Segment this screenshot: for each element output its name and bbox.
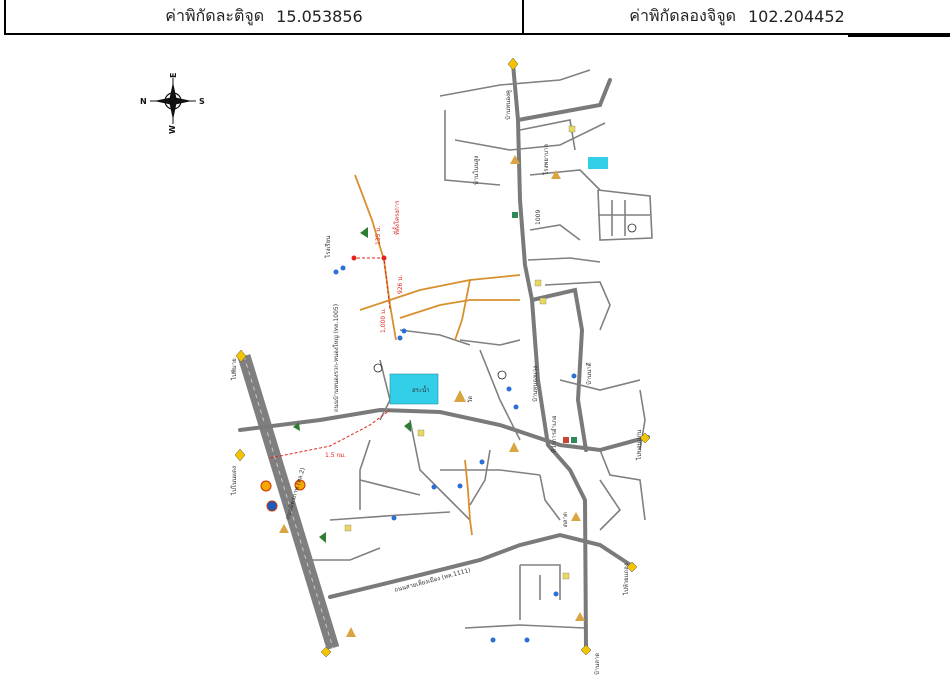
store-icon bbox=[512, 212, 518, 218]
tree-icon bbox=[293, 227, 411, 543]
minor-roads bbox=[310, 69, 653, 629]
pond bbox=[588, 157, 608, 169]
label-to-bottom-road: ไปห้วยแถลง bbox=[622, 563, 630, 596]
temple-icon bbox=[279, 155, 585, 637]
label-to-khon-kaen: ไปขอนแก่น bbox=[635, 430, 643, 461]
label-district-office: ที่ว่าการอำเภอ bbox=[550, 415, 558, 453]
label-market: ตลาด bbox=[562, 512, 569, 527]
label-school: โรงเรียน bbox=[324, 236, 332, 258]
number-marker-icon bbox=[497, 370, 507, 380]
label-site: ที่ตั้งโครงการ bbox=[391, 200, 401, 235]
number-marker-icon bbox=[627, 223, 637, 233]
reservoir bbox=[389, 373, 439, 405]
label-road-1005: ถนนบ้านหนองรวก-หนองใหญ่ (ทล.1005) bbox=[332, 304, 340, 412]
label-village-d: บ้านนาดี bbox=[585, 362, 593, 385]
label-road-1009: 1009 bbox=[535, 210, 542, 225]
fuel-station-icon bbox=[294, 479, 306, 491]
label-village-a: บ้านหนองคู bbox=[505, 90, 512, 120]
compass-e: E bbox=[169, 73, 178, 78]
longitude-value: 102.204452 bbox=[747, 7, 845, 26]
label-village-b: บ้านโนนสูง bbox=[472, 156, 480, 185]
store-icon bbox=[571, 437, 577, 443]
label-dist-135: 135 ม. bbox=[375, 226, 382, 245]
store-icon bbox=[563, 437, 569, 443]
label-ban-lat: บ้านลาด bbox=[594, 653, 601, 675]
label-hospital: โรงพยาบาล bbox=[542, 144, 550, 175]
label-dist-926: 926 ม. bbox=[397, 275, 404, 294]
shop-icon bbox=[344, 524, 352, 532]
latitude-cell: ค่าพิกัดละติจูด 15.053856 bbox=[6, 0, 524, 33]
label-reservoir: สระน้ำ bbox=[412, 384, 430, 394]
label-dist-15km: 1.5 กม. bbox=[325, 452, 346, 459]
route-marker bbox=[269, 255, 391, 459]
highway-2 bbox=[237, 354, 340, 650]
longitude-label: ค่าพิกัดลองจิจูด bbox=[629, 6, 736, 25]
latitude-value: 15.053856 bbox=[276, 7, 363, 26]
label-to-bua-yai: ไปโนนแดง bbox=[230, 466, 238, 496]
shop-icon bbox=[568, 125, 576, 133]
poi-symbols bbox=[260, 125, 637, 643]
coordinates-bar: ค่าพิกัดละติจูด 15.053856 ค่าพิกัดลองจิจู… bbox=[4, 0, 950, 35]
shop-icon bbox=[534, 279, 542, 287]
direction-markers bbox=[234, 57, 651, 658]
bar-underline bbox=[848, 35, 950, 37]
main-roads bbox=[238, 62, 650, 650]
label-to-phimai: ไปพิมาย bbox=[230, 358, 238, 381]
label-village-c: บ้านหนองแวง bbox=[532, 366, 539, 402]
fuel-station-icon bbox=[260, 480, 272, 492]
compass-rose-icon: N S E W bbox=[140, 73, 205, 134]
compass-w: W bbox=[168, 125, 177, 134]
shop-icon bbox=[562, 572, 570, 580]
compass-n: N bbox=[140, 97, 147, 106]
longitude-cell: ค่าพิกัดลองจิจูด 102.204452 bbox=[524, 0, 950, 33]
shop-icon bbox=[417, 429, 425, 437]
school-icon bbox=[333, 265, 577, 643]
label-temple: วัด bbox=[467, 396, 474, 403]
shop-icon bbox=[539, 297, 547, 305]
compass-s: S bbox=[199, 97, 205, 106]
latitude-label: ค่าพิกัดละติจูด bbox=[165, 6, 265, 25]
number-marker-icon bbox=[373, 363, 383, 373]
fuel-station-icon bbox=[266, 500, 278, 512]
label-dist-1000: 1,000 ม. bbox=[380, 308, 387, 333]
